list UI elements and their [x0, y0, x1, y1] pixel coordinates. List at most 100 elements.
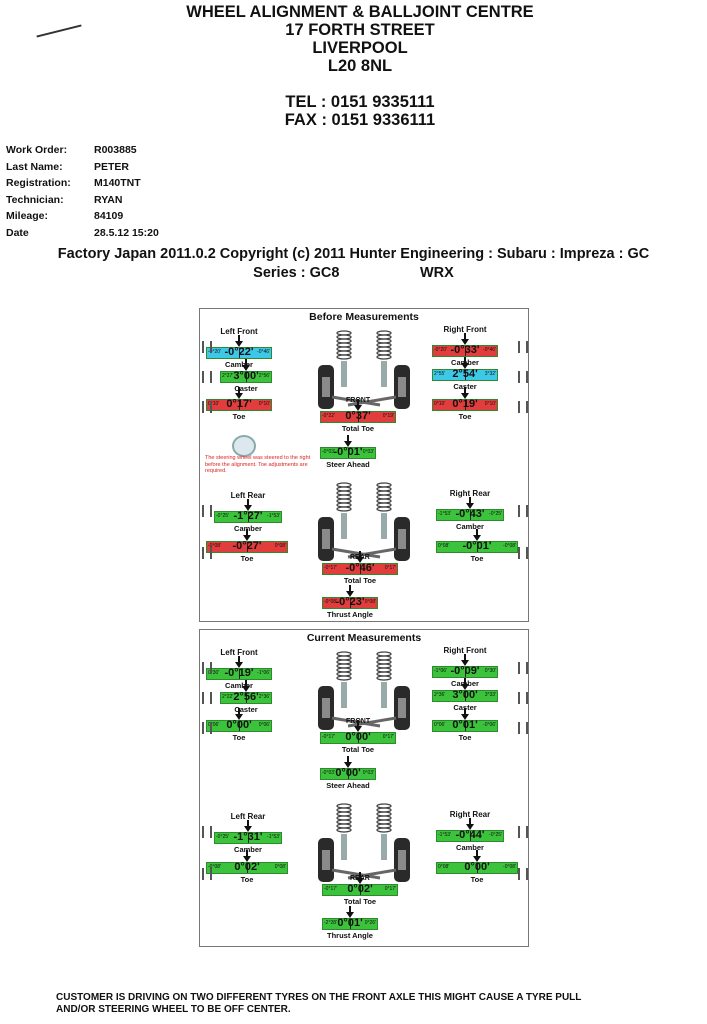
measurement-bar: -0°17'0°17'0°02'	[322, 883, 398, 896]
center-tick	[465, 691, 466, 701]
down-arrow-icon	[461, 357, 469, 369]
measured-value: -0°19'	[224, 667, 254, 679]
down-arrow-icon	[242, 359, 250, 371]
center-tick	[247, 863, 248, 873]
down-arrow-icon	[244, 499, 252, 511]
center-tick	[350, 919, 351, 929]
min-spec: 0°10'	[434, 401, 446, 407]
measured-value: -0°46'	[345, 562, 375, 574]
down-arrow-icon	[466, 497, 474, 509]
measurement-label: Toe	[232, 412, 246, 421]
max-spec: 0°06'	[258, 722, 270, 728]
measurement-bar: 0°10'0°10'0°19'	[432, 398, 498, 411]
measurement-label: Camber	[456, 522, 484, 531]
min-spec: -1°53'	[438, 832, 451, 838]
measurement-label: Camber	[225, 360, 253, 369]
max-spec: -0°08'	[503, 864, 516, 870]
max-spec: -0°25'	[489, 511, 502, 517]
down-arrow-icon	[356, 551, 364, 563]
measured-value: -1°27'	[233, 510, 263, 522]
wheel-angle-icon	[518, 826, 528, 838]
measurement: Right Rear-1°53'-0°25'-0°43'Camber	[436, 489, 504, 531]
measurement-label: Camber	[456, 843, 484, 852]
measurement: 2°22'2°36'2°56'Caster	[220, 680, 272, 714]
down-arrow-icon	[461, 708, 469, 720]
center-tick	[360, 885, 361, 895]
center-tick	[465, 346, 466, 356]
measurement: Left Front-0°20'-0°46'-0°22'Camber	[206, 327, 272, 369]
wheel-angle-icon	[518, 505, 528, 517]
down-arrow-icon	[243, 529, 251, 541]
measurement-bar: 0°30'-1°06'-0°19'	[206, 667, 272, 680]
min-spec: 0°06'	[434, 722, 446, 728]
vehicle-diagram	[318, 330, 410, 561]
measured-value: 0°02'	[347, 883, 373, 895]
down-arrow-icon	[356, 872, 364, 884]
center-tick	[465, 667, 466, 677]
measurement-label: Total Toe	[341, 745, 375, 754]
measurement-label: Camber	[225, 681, 253, 690]
down-arrow-icon	[344, 435, 352, 447]
measurement: 0°06'0°06'0°00'Toe	[206, 708, 272, 742]
max-spec: 2°36'	[258, 694, 270, 700]
suspension-strut-icon	[318, 651, 381, 730]
min-spec: 0°10'	[208, 401, 220, 407]
suspension-strut-icon	[347, 330, 410, 409]
max-spec: 0°08'	[364, 599, 376, 605]
factory-spec-line2: Series : GC8 WRX	[253, 265, 454, 281]
wheel-angle-icon	[518, 662, 528, 674]
max-spec: 0°08'	[274, 864, 286, 870]
max-spec: 0°08'	[274, 543, 286, 549]
max-spec: -0°08'	[503, 543, 516, 549]
suspension-strut-icon	[347, 803, 410, 882]
min-spec: -0°08'	[324, 599, 337, 605]
measurement-bar: 0°06'-0°06'0°01'	[432, 719, 498, 732]
min-spec: 0°08'	[438, 864, 450, 870]
measurement-bar: -1°06'0°30'-0°09'	[432, 665, 498, 678]
measured-value: 2°54'	[452, 368, 478, 380]
max-spec: -0°46'	[483, 347, 496, 353]
measurement-label: Caster	[453, 703, 477, 712]
wheel-angle-icon	[202, 341, 212, 353]
max-spec: 3°32'	[484, 371, 496, 377]
wheel-angle-icon	[202, 371, 212, 383]
down-arrow-icon	[473, 529, 481, 541]
min-spec: -2°28'	[324, 920, 337, 926]
center-tick	[465, 400, 466, 410]
measurement: Right Rear-1°53'-0°25'-0°44'Camber	[436, 810, 504, 852]
measurement: -2°28'0°26'0°01'Thrust Angle	[322, 906, 378, 940]
down-arrow-icon	[235, 708, 243, 720]
measurement-title: Right Rear	[449, 810, 491, 819]
wheel-angle-icon	[518, 401, 528, 413]
shop-fax: FAX : 0151 9336111	[284, 111, 436, 129]
wheel-angle-icon	[518, 692, 528, 704]
measured-value: 0°01'	[452, 719, 478, 731]
down-arrow-icon	[235, 656, 243, 668]
factory-spec-line1: Factory Japan 2011.0.2 Copyright (c) 201…	[57, 246, 650, 262]
measurement-label: Total Toe	[343, 576, 377, 585]
center-tick	[246, 693, 247, 703]
center-tick	[248, 512, 249, 522]
measurement: 2°55'3°32'2°54'Caster	[432, 357, 498, 391]
wheel-angle-icon	[518, 341, 528, 353]
measurement-bar: -0°20'-0°46'-0°33'	[432, 344, 498, 357]
center-tick	[248, 833, 249, 843]
min-spec: -1°06'	[434, 668, 447, 674]
wheel-angle-icon	[202, 826, 212, 838]
wheel-angle-icon	[202, 401, 212, 413]
measurement-title: Right Front	[443, 646, 487, 655]
measurement: -0°17'0°17'0°00'Total Toe	[320, 720, 396, 754]
measured-value: 3°00'	[452, 689, 478, 701]
max-spec: -1°06'	[257, 670, 270, 676]
measurement-title: Left Front	[220, 327, 258, 336]
measured-value: -0°23'	[335, 596, 365, 608]
max-spec: 0°26'	[364, 920, 376, 926]
max-spec: 3°33'	[484, 692, 496, 698]
vehicle-diagram	[318, 651, 410, 882]
center-tick	[360, 564, 361, 574]
measured-value: 0°19'	[452, 398, 478, 410]
measured-value: 0°00'	[335, 767, 361, 779]
wheel-angle-icon	[518, 722, 528, 734]
min-spec: -0°03'	[322, 770, 335, 776]
